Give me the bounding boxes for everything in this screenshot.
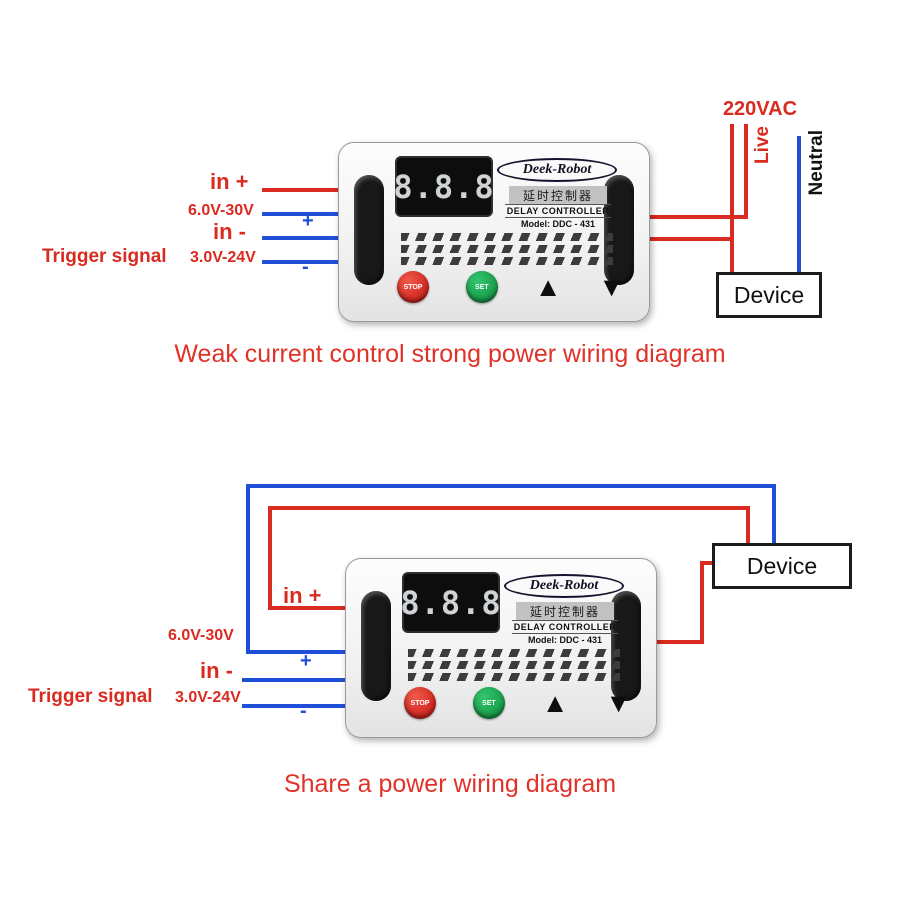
wire-live-device-vertical xyxy=(730,124,734,274)
wire-trigger-minus-bottom xyxy=(242,704,378,708)
vent-row xyxy=(401,233,613,241)
device-box: Device xyxy=(712,543,852,589)
delay-controller: 8.8.8 Deek-Robot 延时控制器 DELAY CONTROLLER … xyxy=(338,142,650,322)
wire-output-to-device xyxy=(630,237,734,241)
wire-supply-minus xyxy=(262,212,374,216)
label-in-minus: in - xyxy=(200,658,233,683)
delay-controller: 8.8.8 Deek-Robot 延时控制器 DELAY CONTROLLER … xyxy=(345,558,657,738)
product-type-label: DELAY CONTROLLER xyxy=(512,620,618,634)
wire-output-horizontal xyxy=(634,640,704,644)
wire-live-to-controller xyxy=(630,215,748,219)
button-row: STOP SET ▲ ▼ xyxy=(397,271,625,303)
wire-trigger-plus-bottom xyxy=(242,678,378,682)
label-live: Live xyxy=(752,126,773,165)
label-polarity-minus: - xyxy=(300,700,307,722)
set-button: SET xyxy=(472,687,505,719)
label-polarity-minus: - xyxy=(302,256,309,278)
stop-button: STOP xyxy=(397,271,429,303)
wire-in-plus-bottom xyxy=(268,606,380,610)
wire-neutral-vertical xyxy=(797,136,801,274)
down-arrow-button: ▼ xyxy=(605,687,632,718)
product-name-cn: 延时控制器 xyxy=(516,602,614,621)
label-mains-voltage: 220VAC xyxy=(722,98,798,120)
seven-segment-display: 8.8.8 xyxy=(393,156,494,217)
vent-row xyxy=(408,673,620,681)
button-row: STOP SET ▲ ▼ xyxy=(404,687,632,719)
label-in-minus: in - xyxy=(213,219,246,244)
model-number-label: Model: DDC - 431 xyxy=(527,635,602,645)
wire-in-plus xyxy=(262,188,374,192)
seven-segment-display: 8.8.8 xyxy=(400,572,501,633)
device-label: Device xyxy=(733,281,805,308)
product-name-cn: 延时控制器 xyxy=(509,186,607,205)
model-number-label: Model: DDC - 431 xyxy=(520,219,595,229)
wire-red-loop-right xyxy=(746,506,750,546)
device-box: Device xyxy=(716,272,822,318)
product-type-label: DELAY CONTROLLER xyxy=(505,204,611,218)
label-polarity-plus: + xyxy=(302,210,314,232)
brand-logo: Deek-Robot xyxy=(497,158,617,182)
stop-button: STOP xyxy=(404,687,436,719)
vent-row xyxy=(401,245,613,253)
wire-trigger-plus xyxy=(262,236,374,240)
device-label: Device xyxy=(746,552,818,579)
label-in-plus: in + xyxy=(210,169,249,194)
label-polarity-plus: + xyxy=(300,650,312,672)
diagram-caption-bottom: Share a power wiring diagram xyxy=(283,770,617,798)
label-in-plus: in + xyxy=(283,583,322,608)
vent-row xyxy=(401,257,613,265)
label-trigger-signal: Trigger signal xyxy=(42,246,167,267)
wire-blue-loop-right xyxy=(772,484,776,546)
down-arrow-button: ▼ xyxy=(598,271,625,302)
wire-output-into-device xyxy=(700,561,716,565)
mounting-cap-left xyxy=(361,591,391,701)
vent-row xyxy=(408,661,620,669)
up-arrow-button: ▲ xyxy=(534,271,562,302)
label-trigger-range: 3.0V-24V xyxy=(175,689,241,706)
diagram-caption-top: Weak current control strong power wiring… xyxy=(174,340,726,368)
wire-trigger-minus xyxy=(262,260,374,264)
label-supply-range: 6.0V-30V xyxy=(188,202,254,219)
wire-in-minus-bottom xyxy=(246,650,378,654)
mounting-cap-left xyxy=(354,175,384,285)
label-neutral: Neutral xyxy=(806,130,827,196)
vent-grille xyxy=(401,233,613,269)
set-button: SET xyxy=(465,271,498,303)
wire-blue-loop-top xyxy=(246,484,776,488)
wire-red-loop-top xyxy=(268,506,750,510)
wire-live-vertical xyxy=(744,124,748,219)
wire-output-vertical xyxy=(700,561,704,644)
wire-red-loop-left xyxy=(268,506,272,610)
mounting-cap-right xyxy=(611,591,641,701)
label-trigger-signal: Trigger signal xyxy=(28,686,153,707)
vent-grille xyxy=(408,649,620,685)
brand-logo: Deek-Robot xyxy=(504,574,624,598)
up-arrow-button: ▲ xyxy=(541,687,569,718)
mounting-cap-right xyxy=(604,175,634,285)
vent-row xyxy=(408,649,620,657)
label-trigger-range: 3.0V-24V xyxy=(190,249,256,266)
wire-blue-loop-left xyxy=(246,484,250,654)
label-supply-range: 6.0V-30V xyxy=(168,627,234,644)
